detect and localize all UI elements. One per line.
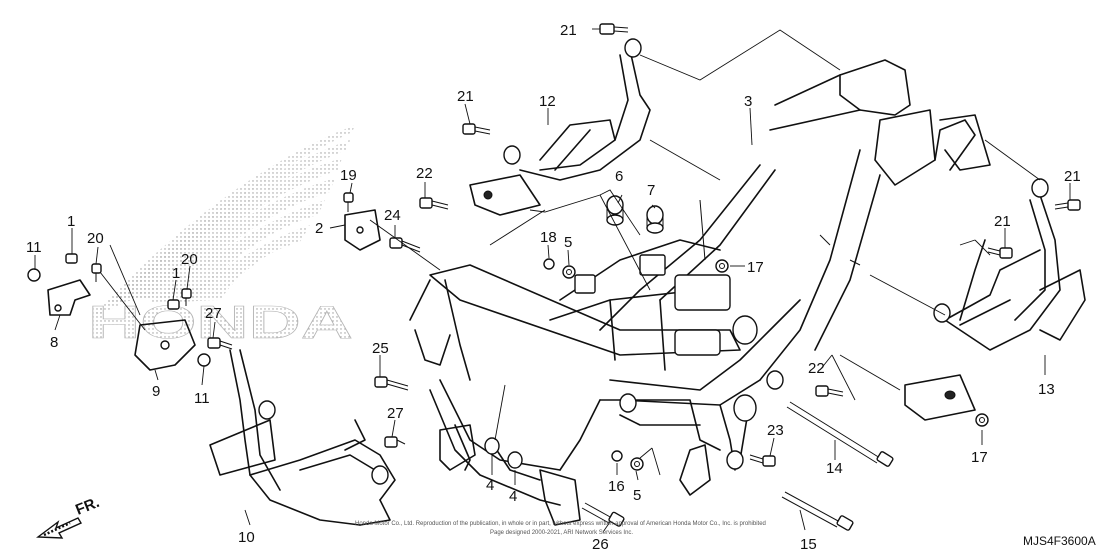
callout-7: 7	[647, 182, 655, 199]
callout-10: 10	[238, 529, 255, 546]
engine-guard-part-12	[469, 38, 651, 216]
callout-1: 1	[67, 213, 75, 230]
engine-guard-part-10	[209, 349, 396, 526]
callout-5: 5	[564, 234, 572, 251]
callout-4: 4	[509, 488, 517, 505]
callout-11: 11	[26, 239, 42, 256]
callout-25: 25	[372, 340, 389, 357]
bracket-part-9	[134, 319, 196, 371]
callout-9: 9	[152, 383, 160, 400]
callout-3: 3	[744, 93, 752, 110]
callout-21: 21	[560, 22, 577, 39]
callout-11: 11	[194, 390, 210, 407]
callout-21: 21	[994, 213, 1011, 230]
callout-16: 16	[608, 478, 625, 495]
drawing-code: MJS4F3600A	[1023, 534, 1096, 548]
bracket-part-2	[344, 209, 381, 251]
callout-13: 13	[1038, 381, 1055, 398]
callout-4: 4	[486, 477, 494, 494]
callout-17: 17	[747, 259, 764, 276]
callout-14: 14	[826, 460, 843, 477]
callout-26: 26	[592, 536, 609, 553]
callout-24: 24	[384, 207, 401, 224]
callout-22: 22	[416, 165, 433, 182]
callout-20: 20	[87, 230, 104, 247]
callout-15: 15	[800, 536, 817, 553]
copyright-line-2: Page designed 2000-2021, ARI Network Ser…	[490, 530, 633, 536]
frame-body-part-3	[409, 59, 976, 526]
callout-27: 27	[387, 405, 404, 422]
callout-5: 5	[633, 487, 641, 504]
callout-12: 12	[539, 93, 556, 110]
callout-18: 18	[540, 229, 557, 246]
bracket-part-8	[47, 279, 91, 316]
leader-lines	[34, 28, 1071, 533]
callout-22: 22	[808, 360, 825, 377]
callout-21: 21	[457, 88, 474, 105]
callout-1: 1	[172, 265, 180, 282]
copyright-line-1: Honda Motor Co., Ltd. Reproduction of th…	[355, 521, 766, 527]
callout-23: 23	[767, 422, 784, 439]
rubber-mount-parts-6-7	[606, 195, 664, 234]
callout-20: 20	[181, 251, 198, 268]
callout-21: 21	[1064, 168, 1081, 185]
callout-19: 19	[340, 167, 357, 184]
honda-wing-watermark: HONDA	[88, 125, 355, 348]
callout-27: 27	[205, 305, 222, 322]
callout-numbers: 21 21 12 3 19 22 6 7 2 24 18 5 17 21 21 …	[26, 22, 1081, 553]
engine-guard-part-13	[904, 114, 1086, 421]
callout-8: 8	[50, 334, 58, 351]
front-direction-arrow: FR.	[36, 494, 102, 539]
callout-2: 2	[315, 220, 323, 237]
callout-6: 6	[615, 168, 623, 185]
callout-17: 17	[971, 449, 988, 466]
front-direction-label: FR.	[73, 494, 102, 519]
bolts-and-nuts	[27, 23, 1081, 531]
